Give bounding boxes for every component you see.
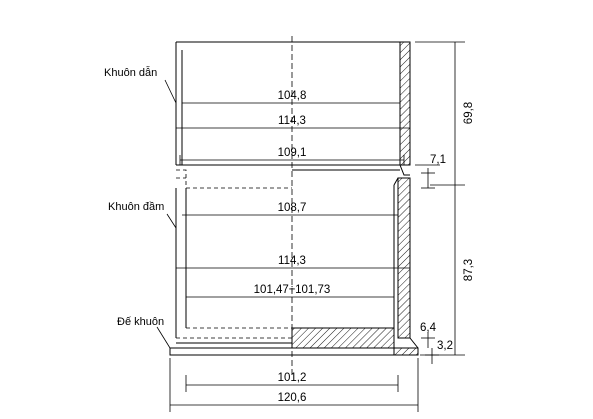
label-mold: Khuôn đầm (108, 201, 164, 213)
dim-joint-height: 7,1 (430, 154, 446, 166)
dim-joint: 109,1 (278, 147, 307, 159)
dim-base-outer: 120,6 (278, 392, 307, 404)
dim-collar-inner: 104,8 (278, 90, 307, 102)
collar-body (175, 41, 411, 166)
dim-mold-height: 87,3 (463, 259, 475, 281)
joint-zone (176, 164, 410, 189)
vertical-dimensions (415, 41, 465, 364)
label-base: Đế khuôn (117, 316, 164, 328)
base-plate (169, 327, 419, 356)
dim-mold-top: 108,7 (278, 202, 307, 214)
dim-collar-outer: 114,3 (278, 115, 306, 127)
dim-base-step: 6,4 (420, 322, 437, 334)
dim-mold-outer: 114,3 (278, 255, 306, 267)
horizontal-dimensions (169, 102, 419, 412)
dim-collar-height: 69,8 (463, 102, 475, 124)
leader-lines (156, 79, 177, 349)
dim-base-inner: 101,2 (278, 372, 307, 384)
dim-mold-inner: 101,47÷101,73 (254, 284, 331, 296)
label-collar: Khuôn dẫn (104, 66, 157, 79)
dim-base-plate: 3,2 (437, 340, 453, 352)
mold-body (175, 177, 411, 339)
